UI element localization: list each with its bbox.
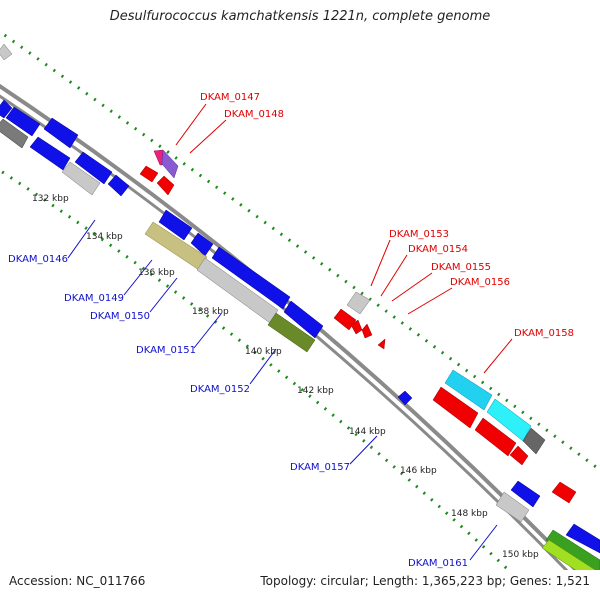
gene-label-forward[interactable]: DKAM_0153 [389,229,449,240]
tick-label: 144 kbp [349,427,386,437]
gene-forward-red-6[interactable] [377,338,386,350]
gene-reverse-blue-0152[interactable] [283,300,324,339]
gene-reverse-olive-0152[interactable] [267,312,316,353]
gene-forward-red-1[interactable] [139,165,159,183]
gene-label-reverse[interactable]: DKAM_0149 [64,293,124,304]
accession-text: Accession: NC_011766 [9,574,146,588]
gene-label-reverse[interactable]: DKAM_0150 [90,311,150,322]
gene-label-forward[interactable]: DKAM_0147 [200,92,260,103]
gene-forward-red-2[interactable] [156,175,175,196]
gene-reverse-blue-8[interactable] [565,523,600,554]
reverse-leader-lines [67,219,498,561]
gene-reverse-blue-2[interactable] [5,106,41,137]
gene-forward-grey-1[interactable] [346,291,371,315]
gene-forward-red-9[interactable] [509,445,529,466]
gene-reverse-grey-0161[interactable] [495,491,530,523]
gene-label-forward[interactable]: DKAM_0148 [224,109,284,120]
gene-reverse-blue-4[interactable] [29,136,71,171]
gene-forward-0158-cyan[interactable] [444,369,493,411]
gene-reverse-blue-6[interactable] [107,174,130,197]
gene-label-reverse[interactable]: DKAM_0151 [136,345,196,356]
gene-reverse-blue-7[interactable] [510,480,541,508]
kbp-ticks: 132 kbp 134 kbp 136 kbp 138 kbp 140 kbp … [32,194,539,560]
gene-label-reverse[interactable]: DKAM_0161 [408,558,468,569]
tick-label: 150 kbp [502,550,539,560]
forward-leader-lines [175,103,513,374]
gene-label-forward[interactable]: DKAM_0156 [450,277,510,288]
gene-reverse-grey-0151[interactable] [196,257,279,324]
tick-label: 148 kbp [451,509,488,519]
tick-label: 136 kbp [138,268,175,278]
gene-label-forward[interactable]: DKAM_0158 [514,328,574,339]
tick-label: 140 kbp [245,347,282,357]
inner-dotted-ring [0,168,511,570]
gene-reverse-blue-0157[interactable] [397,390,413,406]
gene-reverse-blue-5[interactable] [74,151,113,185]
gene-forward-cyan-2[interactable] [486,398,532,442]
gene-forward-grey-2[interactable] [522,427,546,455]
gene-label-reverse[interactable]: DKAM_0157 [290,462,350,473]
gene-forward-red-5[interactable] [361,323,373,339]
gene-reverse-blue-1[interactable] [0,99,13,119]
tick-label: 138 kbp [192,307,229,317]
reverse-gene-labels: DKAM_0146 DKAM_0149 DKAM_0150 DKAM_0151 … [8,254,468,569]
gene-reverse-grey-3[interactable] [0,118,29,149]
gene-forward-red-3[interactable] [333,308,357,331]
gene-reverse-blue-3[interactable] [43,117,79,149]
tick-label: 132 kbp [32,194,69,204]
gene-label-forward[interactable]: DKAM_0155 [431,262,491,273]
gene-reverse-blue-0149[interactable] [158,209,193,241]
tick-label: 146 kbp [400,466,437,476]
gene-label-reverse[interactable]: DKAM_0146 [8,254,68,265]
gene-forward-red-7[interactable] [432,386,479,429]
gene-reverse-grey-top[interactable] [0,43,13,61]
gene-reverse-khaki-0150[interactable] [144,221,208,271]
tick-label: 134 kbp [86,232,123,242]
gene-reverse-blue-0149b[interactable] [190,232,214,257]
forward-gene-labels: DKAM_0147 DKAM_0148 DKAM_0153 DKAM_0154 … [200,92,574,339]
gene-label-reverse[interactable]: DKAM_0152 [190,384,250,395]
gene-reverse-blue-0151[interactable] [211,246,291,310]
gene-forward-0148[interactable] [161,149,179,179]
gene-forward-red-8[interactable] [474,417,517,457]
gene-reverse-green-2[interactable] [541,539,600,586]
tick-label: 142 kbp [297,386,334,396]
gene-forward-red-10[interactable] [551,481,577,504]
gene-label-forward[interactable]: DKAM_0154 [408,244,468,255]
genome-stats-text: Topology: circular; Length: 1,365,223 bp… [260,574,590,588]
gene-reverse-grey-4[interactable] [61,161,101,196]
map-title: Desulfurococcus kamchatkensis 1221n, com… [109,9,491,24]
